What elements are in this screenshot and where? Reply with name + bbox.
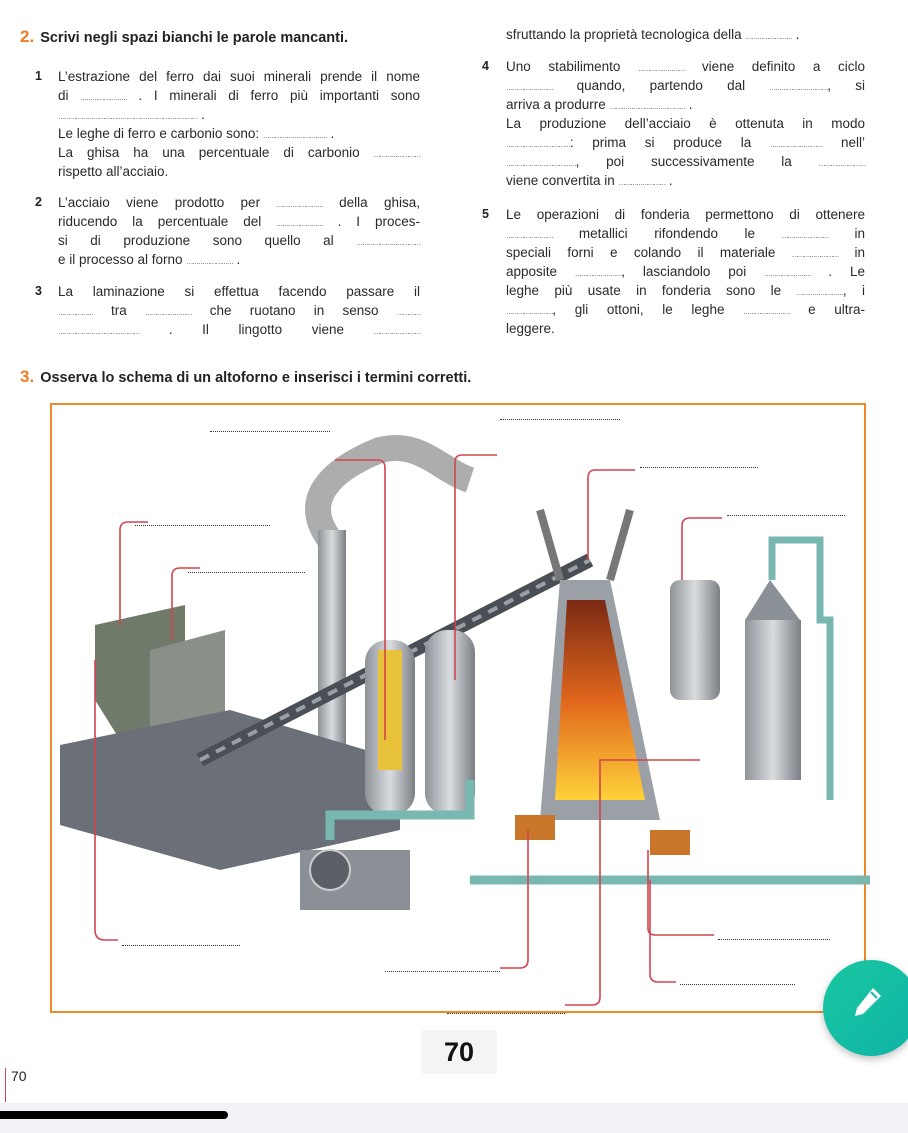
blank-field[interactable]: …………………… (745, 34, 793, 41)
fan-icon (309, 849, 351, 891)
text-line: arriva a produrre ………………………………… . (506, 97, 693, 112)
hot-blast-stove-2 (425, 630, 475, 815)
diagram-blank-11[interactable] (447, 1012, 565, 1014)
blank-field[interactable]: …………………… (373, 329, 422, 336)
blank-field[interactable]: …………………… (743, 309, 791, 316)
text-line: …………………… metallici rifondendo le …………………… (506, 226, 865, 241)
blank-field[interactable]: …………………… (506, 233, 554, 240)
blank-field[interactable]: ……………… (58, 310, 94, 317)
blank-field[interactable]: …………………………………… (58, 329, 140, 336)
blank-field[interactable]: ………………………… (769, 85, 828, 92)
blank-field[interactable]: ……………………… (770, 142, 823, 149)
dust-catcher (745, 580, 800, 620)
text-line: La ghisa ha una percentuale di carbonio … (58, 145, 422, 160)
blank-field[interactable]: …………………… (637, 66, 686, 73)
diagram-blank-2[interactable] (500, 418, 620, 420)
diagram-blank-9[interactable] (718, 938, 830, 940)
diagram-blank-6[interactable] (727, 514, 845, 516)
item-number: 2 (35, 195, 42, 209)
blank-field[interactable]: …………………… (781, 233, 830, 240)
diagram-blank-4[interactable] (135, 524, 270, 526)
page-marker: 70 (5, 1068, 27, 1102)
dust-catcher-body (745, 620, 801, 780)
text-line: L’estrazione del ferro dai suoi minerali… (58, 69, 420, 84)
text-line: Le leghe di ferro e carbonio sono: ……………… (58, 126, 335, 141)
blank-field[interactable]: ……………………………… (506, 161, 577, 168)
base-block (60, 710, 400, 870)
text-line: di …………………… . I minerali di ferro più im… (58, 88, 420, 103)
text-line: ……………………………………………………………… . (58, 107, 205, 122)
page-number-badge: 70 (421, 1030, 497, 1074)
furnace-top-pipes (536, 508, 634, 582)
blank-field[interactable]: …………………… (186, 259, 234, 266)
text-line: ……………………, gli ottoni, le leghe …………………… … (506, 302, 865, 317)
iron-ladle (650, 830, 690, 855)
blank-field[interactable]: …………………… (764, 271, 812, 278)
text-line: ………………………………, poi successivamente la ………… (506, 154, 867, 169)
item-number: 1 (35, 69, 42, 83)
pencil-icon (855, 988, 881, 1016)
blank-field[interactable]: …………………… (373, 152, 422, 159)
text-line: Uno stabilimento …………………… viene definito… (506, 59, 865, 74)
blank-field[interactable]: …………………… (276, 221, 324, 228)
blank-field[interactable]: …………………… (145, 310, 193, 317)
blank-field[interactable]: …………………… (506, 309, 554, 316)
stove-checker-bricks (378, 650, 402, 770)
text-line: e il processo al forno …………………… . (58, 252, 241, 267)
item-number: 4 (482, 59, 489, 73)
blank-field[interactable]: …………………… (818, 161, 867, 168)
label-connectors (94, 454, 722, 1006)
blank-field[interactable]: ………… (396, 310, 421, 317)
blank-field[interactable]: …………………… (791, 252, 840, 259)
diagram-blank-10[interactable] (680, 983, 795, 985)
air-pipes (325, 780, 870, 885)
blank-field[interactable]: …………………………… (356, 240, 421, 247)
text-line: …………………………………… . Il lingotto viene ……………… (58, 322, 422, 337)
blank-field[interactable]: …………………………… (506, 142, 571, 149)
exercise-3-title: 3.Osserva lo schema di un altoforno e in… (20, 367, 472, 386)
blank-field[interactable]: …………………… (276, 202, 324, 209)
smoke (305, 435, 475, 548)
text-line: rispetto all’acciaio. (58, 164, 169, 179)
blank-field[interactable]: …………………… (796, 290, 845, 297)
blank-field[interactable]: …………………………… (262, 133, 328, 140)
text-line: La laminazione si effettua facendo passa… (58, 284, 420, 299)
diagram-blank-5[interactable] (188, 571, 305, 573)
text-line: leggere. (506, 321, 555, 336)
blank-field[interactable]: …………………… (574, 271, 623, 278)
blank-field[interactable]: …………………… (80, 95, 128, 102)
blank-field[interactable]: …………………… (618, 180, 667, 187)
text-line: sfruttando la proprietà tecnologica dell… (506, 27, 800, 42)
text-line: viene convertita in …………………… . (506, 173, 673, 188)
slag-ladle (515, 815, 555, 840)
gas-pipe (768, 536, 834, 800)
text-line: Le operazioni di fonderia permettono di … (506, 207, 865, 222)
text-line: ……………………………: prima si produce la …………………… (506, 135, 865, 150)
exercise-2-title: 2.Scrivi negli spazi bianchi le parole m… (20, 27, 349, 46)
text-line: ……………… tra …………………… che ruotano in senso… (58, 303, 421, 318)
blank-field[interactable]: ………………………………… (609, 104, 687, 111)
text-line: La produzione dell’acciaio è ottenuta in… (506, 116, 865, 131)
horizontal-scrollbar[interactable] (0, 1111, 228, 1119)
diagram-blank-8[interactable] (385, 970, 500, 972)
text-line: si di produzione sono quello al ……………………… (58, 233, 421, 248)
gas-cleaner (670, 580, 720, 700)
diagram-blank-7[interactable] (122, 944, 240, 946)
text-line: …………………… quando, partendo dal …………………………… (506, 78, 865, 93)
text-line: speciali forni e colando il materiale ……… (506, 245, 866, 260)
blank-field[interactable]: …………………… (506, 85, 554, 92)
diagram-blank-3[interactable] (640, 466, 758, 468)
blast-furnace-diagram (50, 403, 866, 1013)
text-line: L’acciaio viene prodotto per …………………… de… (58, 195, 420, 210)
text-line: leghe più usate in fonderia sono le …………… (506, 283, 865, 298)
molten-iron (555, 600, 645, 800)
text-line: riducendo la percentuale del …………………… . … (58, 214, 420, 229)
text-line: apposite ……………………, lasciandolo poi ……………… (506, 264, 865, 279)
blank-field[interactable]: ……………………………………………………………… (58, 114, 198, 121)
item-number: 3 (35, 284, 42, 298)
annotate-button[interactable] (823, 960, 908, 1056)
diagram-blank-1[interactable] (210, 430, 330, 432)
item-number: 5 (482, 207, 489, 221)
